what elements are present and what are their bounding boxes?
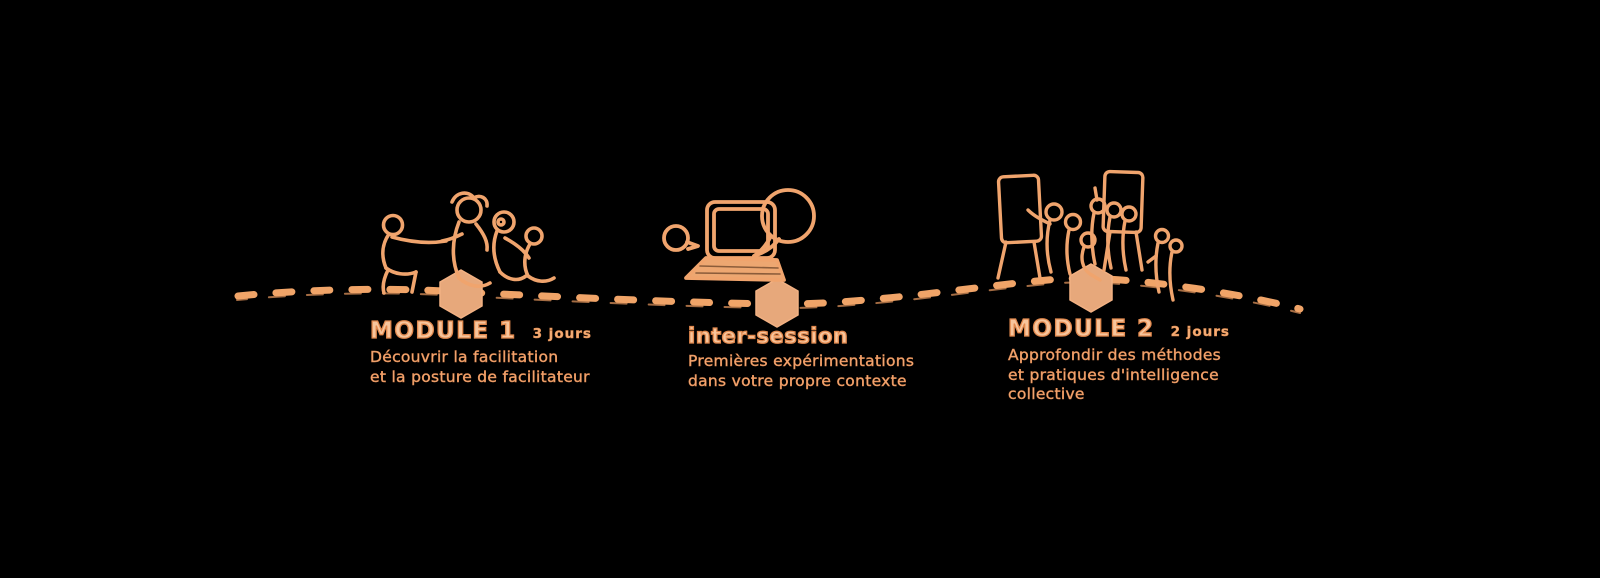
step-heading-row: inter-session [687,323,914,348]
step-module-1: MODULE 1 3 jours Découvrir la facilitati… [369,317,592,387]
person-head-icon [1079,231,1097,249]
person-head-icon [1105,201,1123,219]
laptop-keyboard-icon [684,256,786,282]
step-description-line: Approfondir des méthodes [1008,346,1222,364]
step-description-line: collective [1008,385,1085,403]
milestone-hexagon-module-1 [439,269,483,319]
person-head-icon [1153,227,1171,245]
milestone-hexagon-inter-session [755,278,799,328]
step-description-line: Découvrir la facilitation [370,348,559,366]
step-duration: 2 jours [1170,324,1230,341]
step-description-line: et la posture de facilitateur [370,367,590,386]
step-title: inter-session [687,323,849,348]
step-module-2: MODULE 2 2 jours Approfondir des méthode… [1007,315,1230,405]
person-head-icon [524,226,544,246]
person-head-icon [1120,205,1138,223]
large-speech-bubble-icon [760,188,816,244]
person-head-icon [381,213,405,237]
person-head-icon [1044,202,1064,222]
step-description-line: Premières expérimentations [688,352,915,370]
step-duration: 3 jours [532,326,592,343]
person-head-icon [455,196,483,224]
flipchart-icon [996,173,1044,245]
small-speech-bubble-icon [662,224,690,252]
milestone-hexagon-module-2 [1069,263,1113,313]
step-description-line: dans votre propre contexte [688,371,907,390]
step-description-line: et pratiques d'intelligence [1008,365,1219,384]
laptop-speech-bubbles-illustration [662,188,816,282]
step-title: MODULE 2 [1007,315,1155,342]
people-discussion-illustration [381,191,556,295]
step-inter-session: inter-session Premières expérimentations… [687,323,915,391]
person-head-icon [1063,212,1083,232]
flipchart-groups-illustration [996,169,1184,302]
step-title: MODULE 1 [369,317,517,344]
person-head-icon [1168,238,1184,254]
step-heading-row: MODULE 1 3 jours [369,317,592,344]
person-head-icon [492,210,516,234]
step-heading-row: MODULE 2 2 jours [1007,315,1230,342]
